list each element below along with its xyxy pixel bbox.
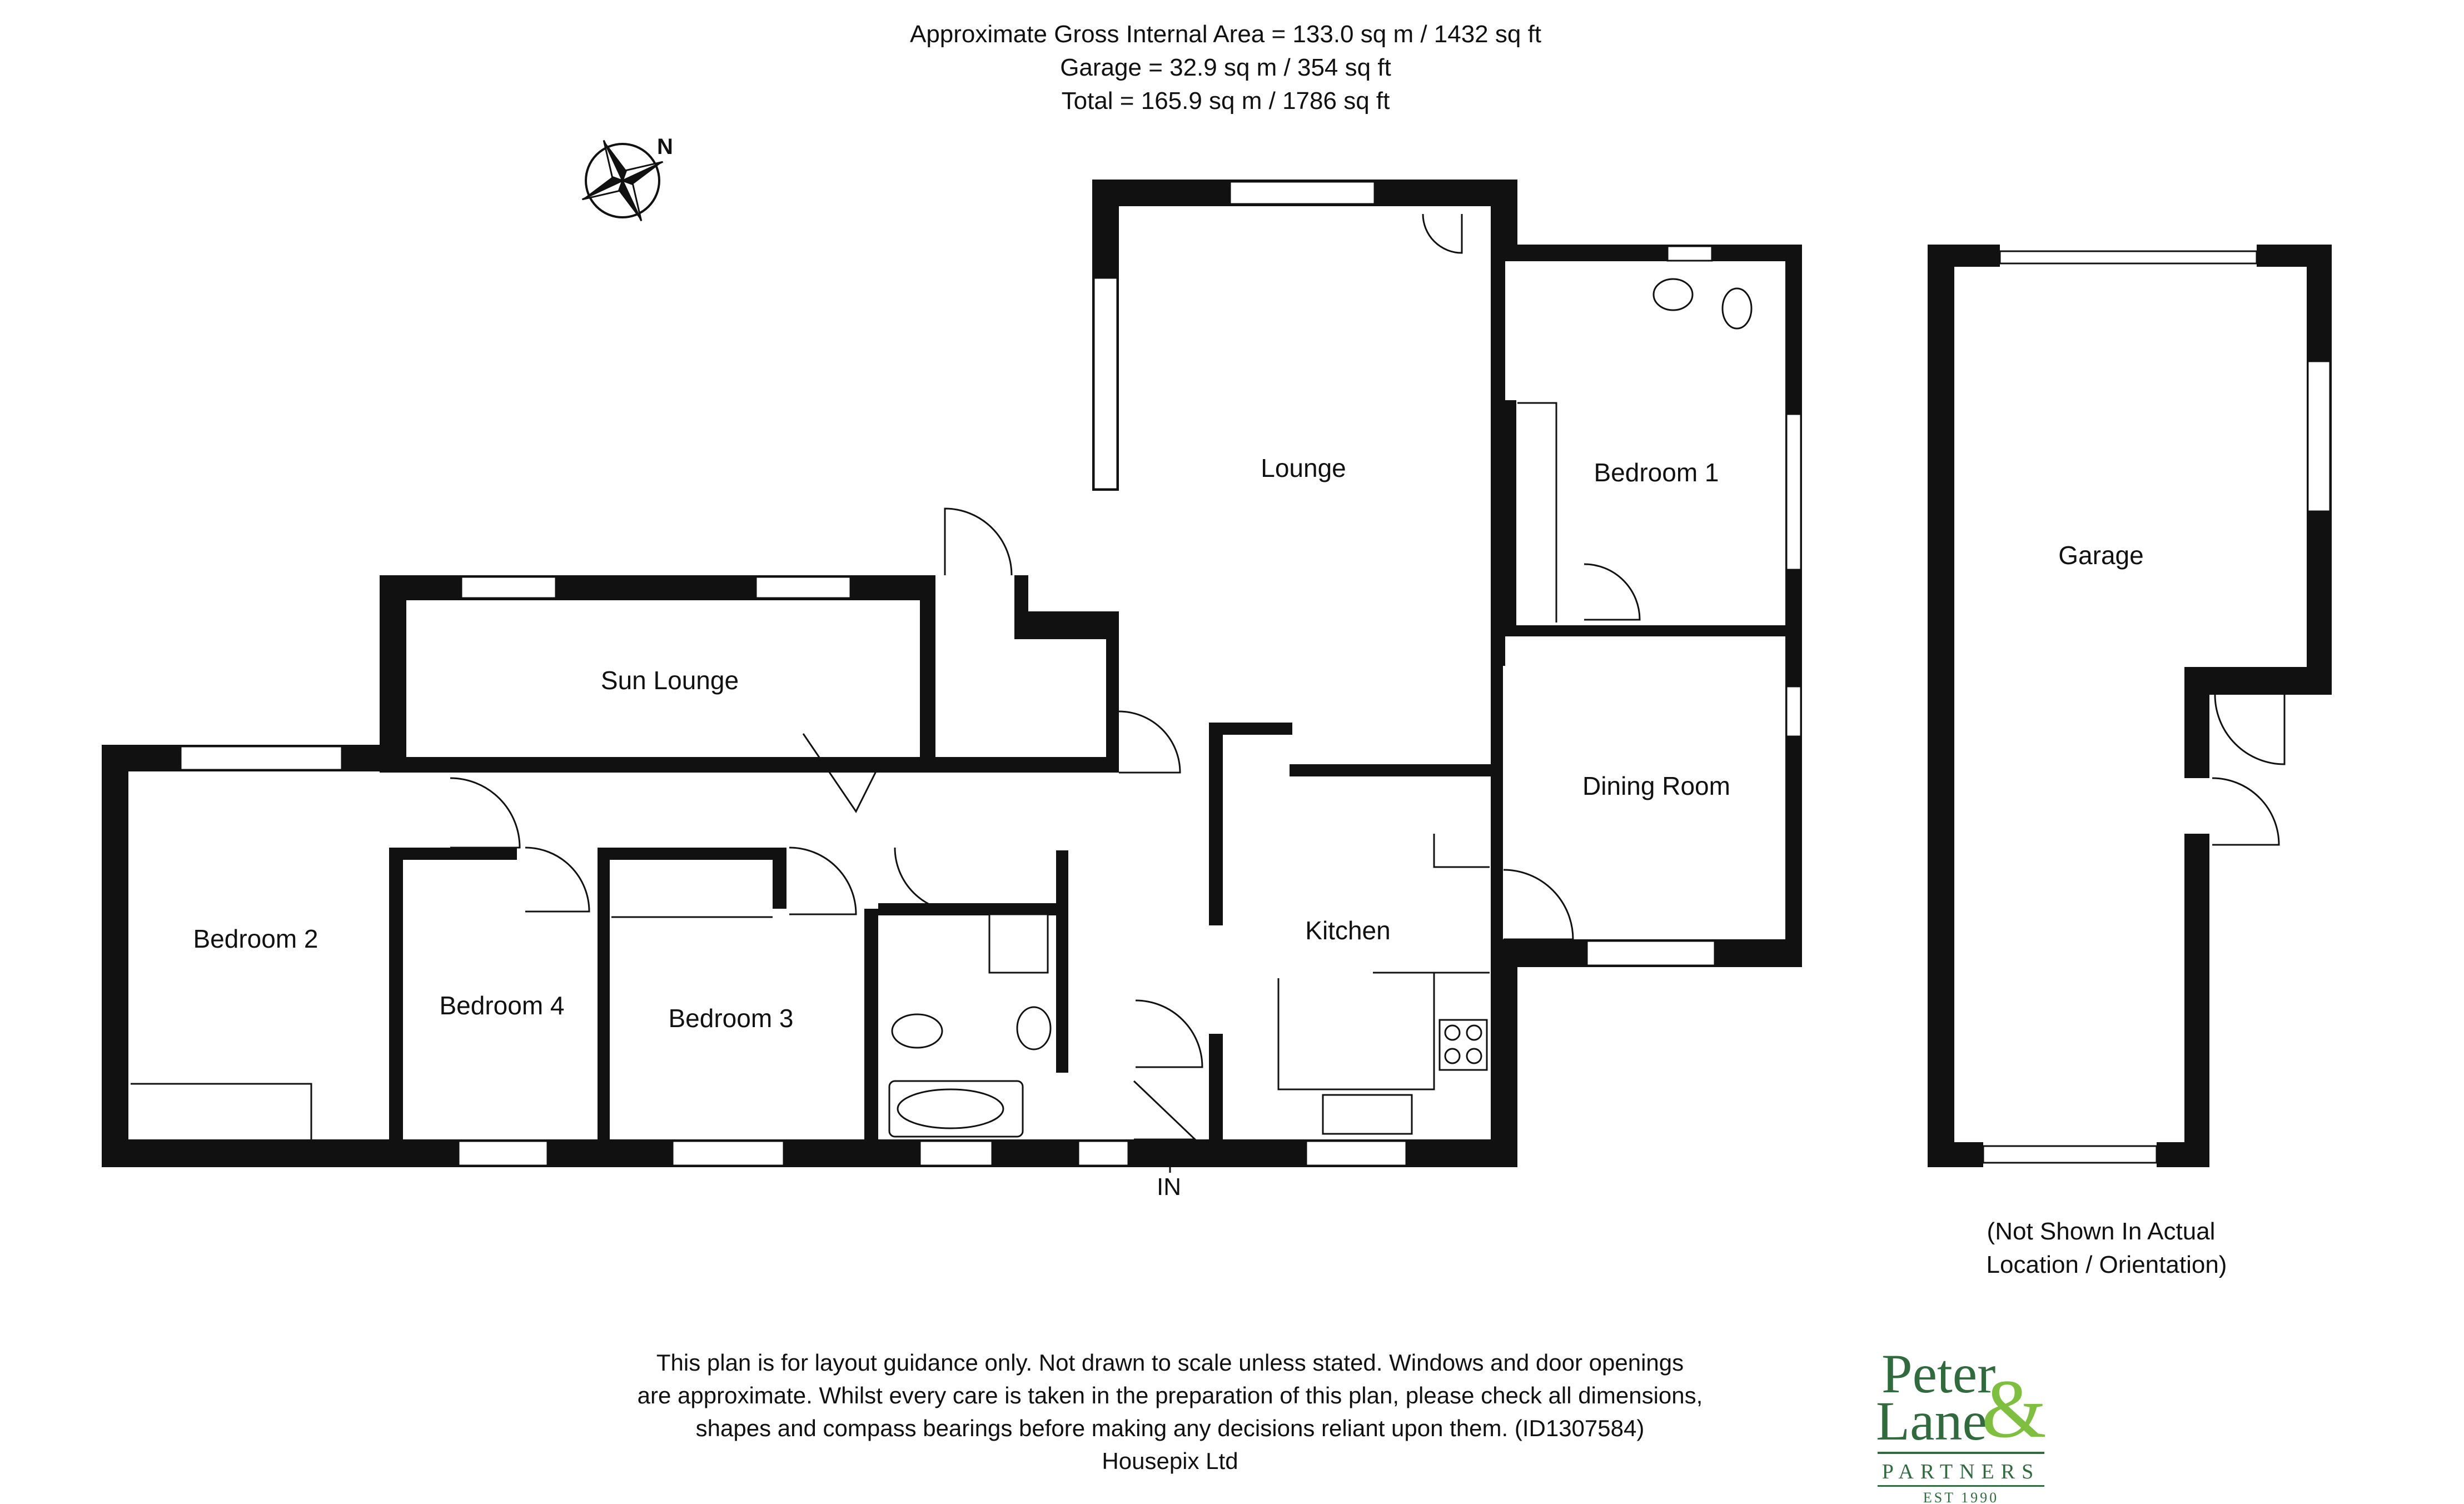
fixtures (131, 278, 1753, 1139)
logo-established: EST 1990 (1923, 1490, 1999, 1504)
agency-logo: Peter Lane & PARTNERS EST 1990 (1876, 1343, 2047, 1504)
room-label-bedroom-2: Bedroom 2 (193, 924, 318, 953)
disclaimer-line-3: shapes and compass bearings before makin… (696, 1415, 1645, 1441)
bath-tub-icon (897, 1088, 1004, 1129)
house-walls (102, 180, 1802, 1167)
logo-ampersand: & (1982, 1363, 2047, 1455)
logo-name-line-2: Lane (1876, 1390, 1987, 1452)
room-label-lounge: Lounge (1261, 454, 1346, 482)
gross-internal-area: Approximate Gross Internal Area = 133.0 … (910, 21, 1541, 48)
room-label-bedroom-4: Bedroom 4 (439, 991, 564, 1020)
disclaimer-line-1: This plan is for layout guidance only. N… (656, 1349, 1684, 1376)
ensuite-basin-icon (1652, 278, 1694, 311)
disclaimer: This plan is for layout guidance only. N… (638, 1349, 1703, 1474)
garage-note-line-1: (Not Shown In Actual (1987, 1218, 2216, 1245)
garage-note-line-2: Location / Orientation) (1987, 1251, 2227, 1278)
shower-tray-icon (988, 913, 1049, 974)
disclaimer-line-2: are approximate. Whilst every care is ta… (638, 1382, 1703, 1408)
room-label-bedroom-1: Bedroom 1 (1594, 458, 1719, 487)
entrance-label: IN (1157, 1173, 1181, 1201)
room-label-dining-room: Dining Room (1582, 771, 1730, 800)
compass-north-label: N (657, 135, 673, 159)
toilet-icon (891, 1013, 943, 1049)
disclaimer-credit: Housepix Ltd (1102, 1448, 1238, 1474)
total-area: Total = 165.9 sq m / 1786 sq ft (1062, 87, 1390, 114)
compass-icon: N (581, 135, 673, 222)
garage-area: Garage = 32.9 sq m / 354 sq ft (1060, 54, 1391, 81)
sink-icon (1322, 1094, 1413, 1135)
garage-walls (1928, 245, 2332, 1167)
logo-tagline: PARTNERS (1882, 1460, 2040, 1483)
ensuite-toilet-icon (1721, 287, 1753, 330)
entrance-marker: IN (1157, 1148, 1181, 1201)
room-labels: Lounge Bedroom 1 Sun Lounge Dining Room … (193, 454, 2143, 1033)
logo-name-line-1: Peter (1881, 1343, 1995, 1405)
room-label-kitchen: Kitchen (1305, 916, 1390, 945)
area-summary: Approximate Gross Internal Area = 133.0 … (910, 21, 1541, 114)
hob-icon (1438, 1019, 1488, 1071)
room-label-sun-lounge: Sun Lounge (601, 666, 739, 695)
room-label-bedroom-3: Bedroom 3 (668, 1004, 793, 1033)
doors (450, 213, 1641, 1141)
windows (180, 181, 1802, 1167)
room-label-garage: Garage (2058, 541, 2143, 570)
basin-icon (1016, 1006, 1052, 1050)
